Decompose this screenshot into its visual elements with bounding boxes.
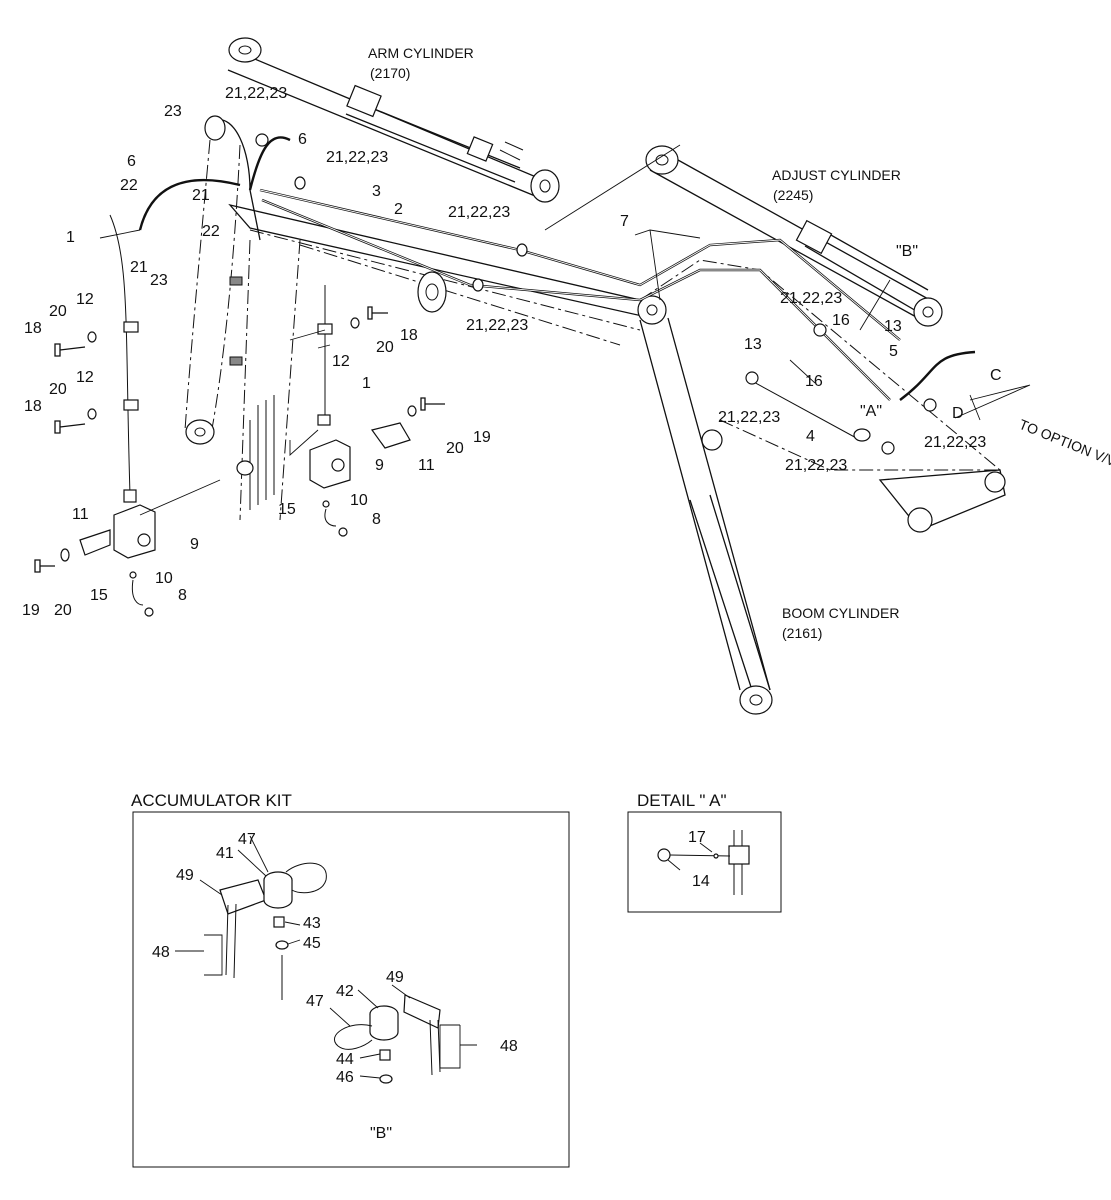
- bracket-49-lower: [403, 994, 441, 1029]
- callout-18-right: 18: [400, 327, 418, 344]
- callout-46: 46: [336, 1069, 354, 1086]
- bracket-49-upper: [219, 879, 267, 915]
- callout-45: 45: [303, 935, 321, 952]
- accumulator-ref-b: "B": [370, 1125, 392, 1142]
- arm-cylinder-number: (2170): [370, 65, 410, 81]
- adjust-cylinder-number: (2245): [773, 187, 813, 203]
- callout-21: 21: [192, 187, 210, 204]
- callout-20-upper: 20: [49, 303, 67, 320]
- callout-12-lower: 12: [76, 369, 94, 386]
- callout-hose-5: 21,22,23: [780, 290, 842, 307]
- ref-d-label: D: [952, 405, 964, 422]
- callout-6-lower: 6: [127, 153, 136, 170]
- callout-16-lower: 16: [805, 373, 823, 390]
- callout-9-right: 9: [375, 457, 384, 474]
- callout-20-lower: 20: [49, 381, 67, 398]
- callout-10-right: 10: [350, 492, 368, 509]
- callout-8-right: 8: [372, 511, 381, 528]
- callout-12-right: 12: [332, 353, 350, 370]
- callout-44: 44: [336, 1051, 354, 1068]
- right-valve-assembly: [309, 306, 445, 537]
- callout-9-left: 9: [190, 536, 199, 553]
- callout-2: 2: [394, 201, 403, 218]
- callout-hose-3: 21,22,23: [448, 204, 510, 221]
- left-valve-assembly: [34, 276, 243, 617]
- callout-16-upper: 16: [832, 312, 850, 329]
- accumulator-kit-panel: ACCUMULATOR KIT 49 47 41 43 45 48 47 42 …: [131, 791, 570, 1168]
- accumulator-kit-title: ACCUMULATOR KIT: [131, 791, 292, 810]
- callout-41: 41: [216, 845, 234, 862]
- callout-8-left: 8: [178, 587, 187, 604]
- ref-c-label: C: [990, 367, 1002, 384]
- callout-22-right: 22: [202, 223, 220, 240]
- callout-17: 17: [688, 829, 706, 846]
- boom-cylinder-caption: BOOM CYLINDER: [782, 605, 899, 621]
- callout-hose-2: 21,22,23: [326, 149, 388, 166]
- callout-23-top: 23: [164, 103, 182, 120]
- callout-20-bottom: 20: [54, 602, 72, 619]
- callout-1-left: 1: [66, 229, 75, 246]
- arm-cylinder: [227, 37, 560, 203]
- callout-49-lower: 49: [386, 969, 404, 986]
- callout-47-upper: 47: [238, 831, 256, 848]
- accumulator-kit-frame: [132, 811, 570, 1168]
- ref-a-label: "A": [860, 403, 882, 420]
- callout-47-lower: 47: [306, 993, 324, 1010]
- callout-19-left: 19: [22, 602, 40, 619]
- main-labels: ARM CYLINDER (2170) ADJUST CYLINDER (224…: [22, 45, 1111, 641]
- callout-15-left: 15: [90, 587, 108, 604]
- callout-hose-1: 21,22,23: [225, 85, 287, 102]
- callout-20-far-right: 20: [446, 440, 464, 457]
- callout-6-upper: 6: [298, 131, 307, 148]
- boom-cylinder-number: (2161): [782, 625, 822, 641]
- ref-b-label: "B": [896, 243, 918, 260]
- callout-42: 42: [336, 983, 354, 1000]
- callout-18-upper: 18: [24, 320, 42, 337]
- callout-21-lower: 21: [130, 259, 148, 276]
- callout-43: 43: [303, 915, 321, 932]
- callout-13-lower: 13: [744, 336, 762, 353]
- hydraulic-lines: [109, 133, 976, 496]
- detail-a-title: DETAIL " A": [637, 791, 727, 810]
- arm-cylinder-caption: ARM CYLINDER: [368, 45, 474, 61]
- callout-22-left: 22: [120, 177, 138, 194]
- adjust-cylinder-caption: ADJUST CYLINDER: [772, 167, 901, 183]
- callout-15-right: 15: [278, 501, 296, 518]
- leader-lines: [99, 144, 1031, 516]
- callout-13-upper: 13: [884, 318, 902, 335]
- callout-49-upper: 49: [176, 867, 194, 884]
- adjust-cylinder: [645, 145, 943, 327]
- callout-18-lower: 18: [24, 398, 42, 415]
- callout-23-bottom: 23: [150, 272, 168, 289]
- callout-4: 4: [806, 428, 815, 445]
- detail-a-panel: DETAIL " A" 17 14: [627, 791, 782, 913]
- callout-1-right: 1: [362, 375, 371, 392]
- callout-11-right: 11: [418, 457, 435, 474]
- detail-a-part-14: [657, 848, 671, 862]
- callout-12-upper: 12: [76, 291, 94, 308]
- callout-10-left: 10: [155, 570, 173, 587]
- callout-hose-8: 21,22,23: [785, 457, 847, 474]
- boom-cylinder: [637, 295, 773, 715]
- callout-7: 7: [620, 213, 629, 230]
- callout-hose-6: 21,22,23: [718, 409, 780, 426]
- callout-hose-7: 21,22,23: [924, 434, 986, 451]
- detail-a-frame: [627, 811, 782, 913]
- callout-20-right: 20: [376, 339, 394, 356]
- callout-48-right: 48: [500, 1038, 518, 1055]
- to-option-caption: TO OPTION V/V: [1017, 416, 1111, 470]
- callout-hose-4: 21,22,23: [466, 317, 528, 334]
- callout-48-left: 48: [152, 944, 170, 961]
- callout-3: 3: [372, 183, 381, 200]
- callout-5: 5: [889, 343, 898, 360]
- callout-14: 14: [692, 873, 710, 890]
- boom: [184, 115, 1006, 533]
- callout-11-left: 11: [72, 506, 89, 523]
- callout-19-right: 19: [473, 429, 491, 446]
